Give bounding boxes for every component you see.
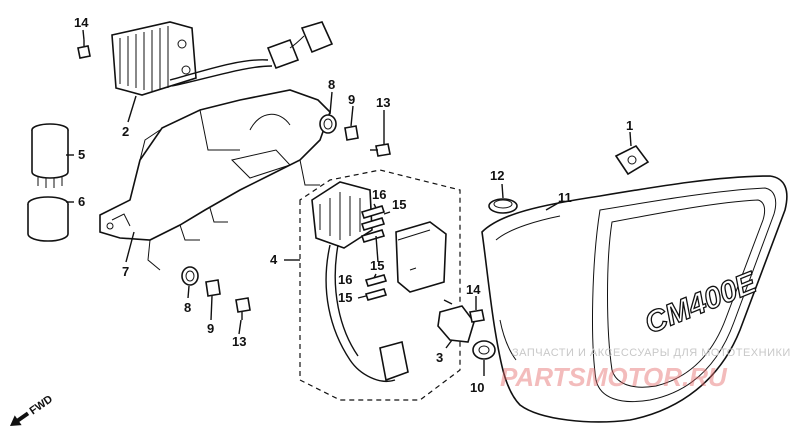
fuse-spares — [360, 205, 388, 301]
bolt-cover — [469, 304, 485, 323]
relay-cushion — [27, 196, 69, 242]
bolt-top-left — [77, 40, 91, 59]
callout-13a: 13 — [376, 95, 390, 110]
callout-15b: 15 — [370, 258, 384, 273]
bolt-upper — [370, 143, 391, 157]
callout-15c: 15 — [338, 290, 352, 305]
watermark-logo: PARTSMOTOR.RU — [500, 362, 728, 392]
callout-6: 6 — [78, 194, 85, 209]
cover-grommet-lower — [472, 340, 496, 360]
watermark-caption: ЗАПЧАСТИ И АКСЕССУАРЫ ДЛЯ МОТОТЕХНИКИ — [512, 347, 791, 359]
collar-lower — [205, 279, 221, 297]
fwd-label: FWD — [28, 393, 55, 417]
fuse-box-frame — [299, 169, 461, 401]
regulator-rectifier — [111, 21, 273, 96]
watermark: ЗАПЧАСТИ И АКСЕССУАРЫ ДЛЯ МОТОТЕХНИКИ PA… — [500, 347, 791, 392]
grommet-upper — [319, 114, 337, 134]
callout-3: 3 — [436, 350, 443, 365]
callout-10: 10 — [470, 380, 484, 395]
callout-14b: 14 — [466, 282, 481, 297]
bolt-lower — [235, 297, 251, 320]
fwd-arrow: FWD — [10, 393, 55, 426]
callout-15a: 15 — [392, 197, 406, 212]
callout-12: 12 — [490, 168, 504, 183]
callout-numbers: 14 2 5 6 7 8 9 13 8 9 13 4 16 15 15 16 1… — [74, 15, 633, 395]
collar-upper — [344, 125, 359, 141]
cover-bracket — [437, 299, 475, 343]
cover-grommet-top — [488, 198, 518, 214]
callout-16a: 16 — [372, 187, 386, 202]
callout-7: 7 — [122, 264, 129, 279]
callout-4: 4 — [270, 252, 278, 267]
battery-bracket — [99, 89, 331, 271]
callout-16b: 16 — [338, 272, 352, 287]
leader-lines — [66, 29, 632, 376]
callout-1: 1 — [626, 118, 633, 133]
callout-11: 11 — [558, 190, 572, 205]
callout-13b: 13 — [232, 334, 246, 349]
fuse-box — [311, 181, 409, 382]
connector-top — [266, 21, 334, 70]
callout-14a: 14 — [74, 15, 89, 30]
callout-2: 2 — [122, 124, 129, 139]
cover-grommet-rear — [614, 144, 650, 176]
fuse-box-cover — [395, 221, 447, 293]
callout-9a: 9 — [348, 92, 355, 107]
relay — [31, 123, 69, 188]
callout-5: 5 — [78, 147, 85, 162]
callout-8a: 8 — [328, 77, 335, 92]
callout-8b: 8 — [184, 300, 191, 315]
callout-9b: 9 — [207, 321, 214, 336]
grommet-lower — [181, 266, 199, 286]
